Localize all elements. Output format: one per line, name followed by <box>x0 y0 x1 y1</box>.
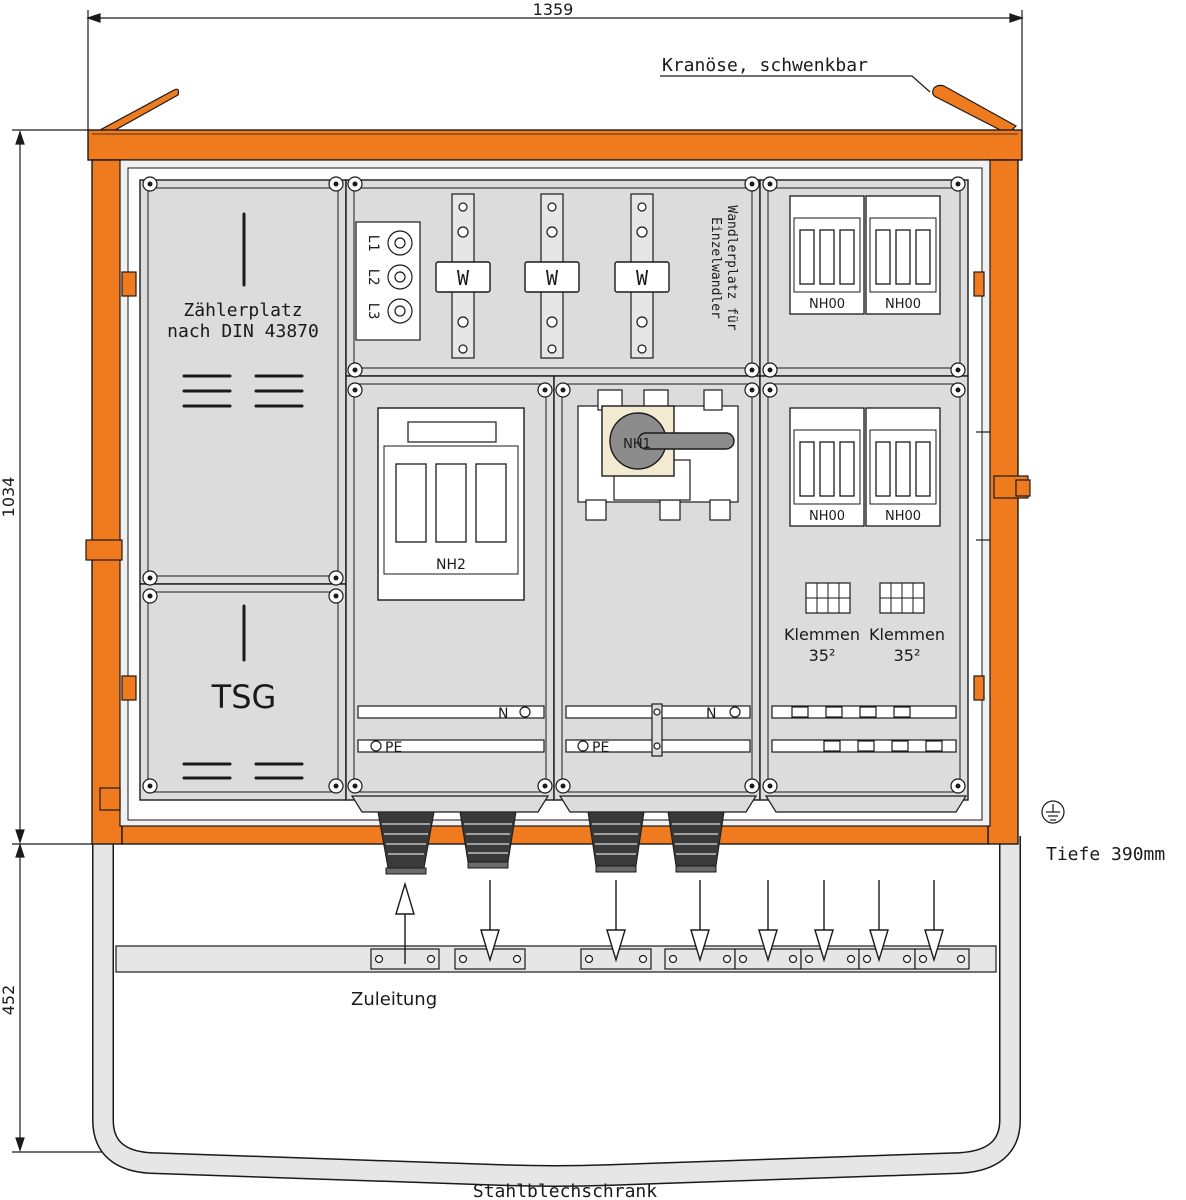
cabinet-label: Stahlblechschrank <box>473 1181 657 1200</box>
crane-eye-left <box>98 88 180 135</box>
rail-clamps <box>370 948 970 970</box>
nh2-label: NH2 <box>436 557 466 573</box>
nh00-label-2: NH00 <box>885 297 921 312</box>
transformer-w-2: W <box>546 266 559 290</box>
transformer-place-line1: Wandlerplatz für <box>724 205 739 330</box>
terminal-block-2 <box>879 582 925 614</box>
nh2-panel: NH2 <box>345 375 555 801</box>
nh00-fuse-1: NH00 <box>789 195 865 315</box>
crane-eye-right <box>932 84 1017 135</box>
stand-frame <box>92 836 1021 1187</box>
current-transformer-1: W <box>435 193 491 359</box>
cable-gland-3 <box>587 811 645 873</box>
nh1-handle-bar[interactable] <box>637 432 735 450</box>
nh00-label-4: NH00 <box>885 509 921 524</box>
cable-arrows <box>395 880 944 964</box>
cabinet-height-dimension: 1034 <box>0 477 18 518</box>
phase-label-l2: L2 <box>365 269 381 286</box>
dimension-lines <box>12 10 1024 1153</box>
busbar-pe-label-1: PE <box>385 740 402 756</box>
nh00-label-3: NH00 <box>809 509 845 524</box>
tsg-slots <box>182 762 304 780</box>
rail-clamp-bolts <box>374 954 966 964</box>
busbar-n-label-1: N <box>498 706 508 722</box>
meter-slots-left <box>182 374 304 408</box>
cable-gland-1 <box>377 811 435 875</box>
gland-plates <box>350 795 968 813</box>
depth-label: Tiefe 390mm <box>1046 844 1165 865</box>
phase-label-l1: L1 <box>365 235 381 252</box>
meter-place-norm: nach DIN 43870 <box>167 321 319 342</box>
tsg-panel: TSG <box>139 583 347 801</box>
stand-height-dimension: 452 <box>0 985 18 1016</box>
tsg-label: TSG <box>211 678 277 716</box>
gland-ribs <box>382 823 720 855</box>
nh00-fuse-2: NH00 <box>865 195 941 315</box>
transformer-w-3: W <box>636 266 649 290</box>
cable-gland-4 <box>667 811 725 873</box>
transformer-place-line2: Einzelwandler <box>708 217 723 319</box>
ground-icon <box>1041 800 1065 824</box>
terminal-block-1 <box>805 582 851 614</box>
meter-panel: Zählerplatz nach DIN 43870 <box>139 179 347 585</box>
transformer-w-1: W <box>457 266 470 290</box>
nh00-fuse-3: NH00 <box>789 407 865 527</box>
busbar-terminals <box>370 706 943 752</box>
cable-gland-2 <box>459 811 517 869</box>
terminals-size-2: 35² <box>894 646 921 665</box>
current-transformer-2: W <box>524 193 580 359</box>
meter-place-title: Zählerplatz <box>183 300 302 321</box>
busbars <box>357 703 957 757</box>
terminals-label-2: Klemmen <box>869 625 945 644</box>
current-transformer-3: W <box>614 193 670 359</box>
supply-label: Zuleitung <box>351 989 437 1010</box>
width-dimension: 1359 <box>533 0 574 19</box>
hinges <box>85 271 985 811</box>
crane-eye-label: Kranöse, schwenkbar <box>662 55 868 76</box>
nh00-label-1: NH00 <box>809 297 845 312</box>
mounting-bolt-cores <box>147 181 961 789</box>
phase-label-l3: L3 <box>365 303 381 320</box>
terminals-label-1: Klemmen <box>784 625 860 644</box>
transformer-bolts <box>457 202 648 354</box>
busbar-n-label-2: N <box>706 706 716 722</box>
nh1-label: NH1 <box>623 437 651 452</box>
phase-connectors <box>387 230 413 324</box>
door-lock <box>976 431 1031 541</box>
busbar-pe-label-2: PE <box>592 740 609 756</box>
terminals-size-1: 35² <box>809 646 836 665</box>
nh00-fuse-4: NH00 <box>865 407 941 527</box>
